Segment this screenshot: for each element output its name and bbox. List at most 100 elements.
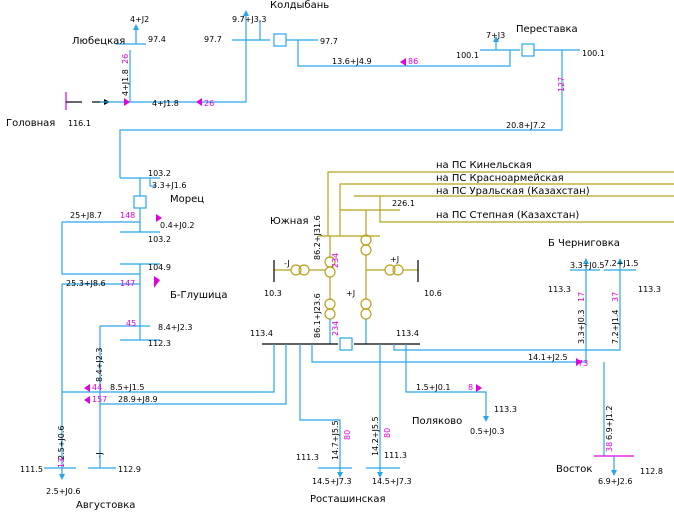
- voltage-yuzhnaya-left: 113.4: [250, 329, 273, 338]
- amp-morets-in: 148: [120, 211, 135, 220]
- perestavka-morets-line: [119, 50, 563, 178]
- voltage-yuzhnaya-right: 113.4: [396, 329, 419, 338]
- voltage-yuzhnaya-10-6: 10.6: [424, 289, 442, 298]
- flow-glushitsa-in: 25.3+J8.6: [66, 279, 106, 288]
- voltage-rostashinskaya-left: 111.3: [296, 453, 319, 462]
- voltage-golovnaya: 116.1: [68, 119, 91, 128]
- station-lyubetskaya: Любецкая: [72, 36, 125, 47]
- flow-vostok-line: 6.9+J1.2: [605, 405, 614, 440]
- flow-avgustovka-vertical-3: -J: [95, 452, 104, 458]
- amp-perestavka: 127: [557, 77, 566, 92]
- amp-vostok-line: 38: [605, 442, 614, 452]
- voltage-vostok: 112.8: [640, 467, 663, 476]
- amp-golovnaya: 26: [204, 99, 214, 108]
- flow-avgustovka-2: 28.9+J8.9: [118, 395, 158, 404]
- flow-chernigovka-left-load: 3.3+J0.5: [570, 261, 605, 270]
- amp-chernigovka: 73: [578, 359, 588, 368]
- flow-chernigovka: 14.1+J2.5: [528, 353, 568, 362]
- amp-koldyban-perestavka: 86: [408, 57, 418, 66]
- amp-polyakovo: 8: [468, 383, 473, 392]
- amp-yuzhnaya-t1: 234: [331, 253, 340, 268]
- koldyban-breaker: [273, 33, 287, 47]
- flow-koldyban-perestavka: 13.6+J4.9: [332, 57, 372, 66]
- voltage-perestavka-left: 100.1: [456, 51, 479, 60]
- yuzhnaya-j-plus-2: +J: [346, 289, 355, 298]
- flow-avgustovka-vertical-2: 8.4+J2.3: [95, 347, 104, 382]
- yuzhnaya-breaker: [339, 337, 353, 351]
- station-yuzhnaya: Южная: [270, 216, 309, 227]
- voltage-avgustovka-right: 112.9: [118, 465, 141, 474]
- flow-glushitsa-out: 8.4+J2.3: [158, 323, 193, 332]
- voltage-glushitsa-top: 104.9: [148, 263, 171, 272]
- station-rostashinskaya: Росташинская: [310, 494, 385, 505]
- station-morets: Морец: [170, 194, 204, 205]
- flow-golovnaya: 4+J1.8: [152, 99, 179, 108]
- flow-koldyban-load: 9.7+J3.3: [232, 15, 267, 24]
- station-golovnaya: Головная: [6, 118, 55, 129]
- flow-morets-load: 3.3+J1.6: [152, 181, 187, 190]
- voltage-morets-top: 103.2: [148, 169, 171, 178]
- golovnaya-koldyban-line: [118, 14, 247, 103]
- voltage-koldyban-left: 97.7: [204, 35, 222, 44]
- direction-stepnaya: на ПС Степная (Казахстан): [436, 210, 579, 221]
- flow-rostashinskaya-2: 14.2+J5.5: [371, 416, 380, 456]
- polyakovo-line: [405, 344, 487, 410]
- amp-chernigovka-right-line: 37: [611, 292, 620, 302]
- flow-yuzhnaya-t1: 86.2+J31.6: [313, 215, 322, 260]
- amp-lyubetskaya: 26: [121, 54, 130, 64]
- direction-kinelskaya: на ПС Кинельская: [436, 160, 532, 171]
- flow-rostashinskaya-load-1: 14.5+J7.3: [312, 477, 352, 486]
- koldyban-perestavka-line: [297, 40, 511, 67]
- amp-rostashinskaya-2: 80: [383, 428, 392, 438]
- voltage-morets-bottom: 103.2: [148, 235, 171, 244]
- station-polyakovo: Поляково: [412, 416, 462, 427]
- station-koldyban: Колдыбань: [270, 0, 329, 11]
- perestavka-breaker: [521, 43, 535, 57]
- flow-chernigovka-right-load: 7.2+J1.5: [604, 259, 639, 268]
- amp-chernigovka-left-line: 17: [577, 292, 586, 302]
- direction-krasnoarmeyskaya: на ПС Красноармейская: [436, 173, 564, 184]
- flow-lyubetskaya-feed: 4+J1.8: [121, 69, 130, 96]
- yuzhnaya-j-minus: -J: [284, 259, 290, 268]
- flow-rostashinskaya-1: 14.7+J5.5: [331, 420, 340, 460]
- voltage-yuzhnaya-10-3: 10.3: [264, 289, 282, 298]
- direction-uralskaya: на ПС Уральская (Казахстан): [436, 186, 590, 197]
- flow-chernigovka-left-line: 3.3+J0.3: [577, 309, 586, 344]
- morets-glushitsa-line: [61, 222, 140, 275]
- voltage-polyakovo: 113.3: [494, 405, 517, 414]
- station-perestavka: Переставка: [516, 24, 578, 35]
- station-vostok: Восток: [556, 464, 592, 475]
- voltage-chernigovka-right: 113.3: [638, 285, 661, 294]
- flow-morets-out: 0.4+J0.2: [160, 221, 195, 230]
- yuzhnaya-j-plus: +J: [390, 255, 399, 264]
- amp-rostashinskaya-1: 80: [343, 430, 352, 440]
- flow-avgustovka-vertical-1: 2.5+J0.6: [57, 425, 66, 460]
- voltage-rostashinskaya-right: 111.3: [384, 451, 407, 460]
- station-b-glushitsa: Б-Глушица: [170, 290, 227, 301]
- amp-yuzhnaya-t2: 234: [331, 321, 340, 336]
- voltage-yuzhnaya-220: 226.1: [392, 199, 415, 208]
- flow-avgustovka-load: 2.5+J0.6: [46, 487, 81, 496]
- flow-avgustovka-1: 8.5+J1.5: [110, 383, 145, 392]
- flow-perestavka-load: 7+J3: [486, 31, 505, 40]
- flow-chernigovka-right-line: 7.2+J1.4: [611, 309, 620, 344]
- flow-polyakovo-load: 0.5+J0.3: [470, 427, 505, 436]
- amp-avgustovka-vertical-1: 13: [57, 458, 66, 468]
- amp-glushitsa: 45: [126, 319, 136, 328]
- morets-breaker: [133, 195, 147, 209]
- flow-polyakovo: 1.5+J0.1: [416, 383, 451, 392]
- flow-vostok-load: 6.9+J2.6: [598, 477, 633, 486]
- flow-morets-in: 25+J8.7: [70, 211, 102, 220]
- flow-yuzhnaya-t2: 86.1+J23.6: [313, 293, 322, 338]
- voltage-chernigovka-left: 113.3: [548, 285, 571, 294]
- voltage-glushitsa-bottom: 112.3: [148, 339, 171, 348]
- line-kinelskaya: [327, 171, 674, 236]
- voltage-perestavka-right: 100.1: [582, 49, 605, 58]
- voltage-lyubetskaya: 97.4: [148, 35, 166, 44]
- voltage-koldyban-right: 97.7: [320, 37, 338, 46]
- amp-glushitsa-in: 147: [120, 279, 135, 288]
- flow-lyubetskaya-load: 4+J2: [130, 15, 149, 24]
- station-b-chernigovka: Б Черниговка: [548, 238, 620, 249]
- flow-rostashinskaya-load-2: 14.5+J7.3: [372, 477, 412, 486]
